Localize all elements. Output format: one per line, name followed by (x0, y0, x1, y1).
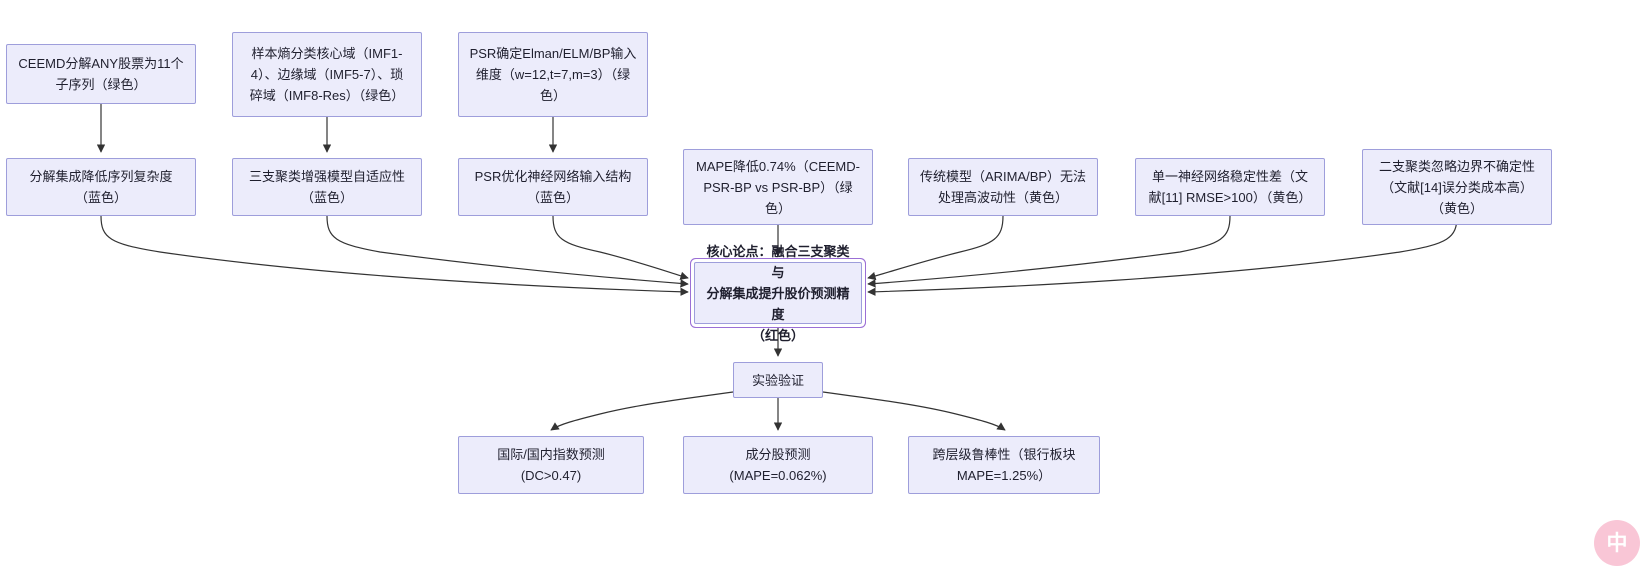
node-single-nn-instability[interactable]: 单一神经网络稳定性差（文 献[11] RMSE>100）（黄色） (1135, 158, 1325, 216)
edge-n5-core (326, 215, 689, 288)
node-result-index-forecast[interactable]: 国际/国内指数预测 (DC>0.47) (458, 436, 644, 494)
node-result-cross-level-robustness[interactable]: 跨层级鲁棒性（银行板块 MAPE=1.25%） (908, 436, 1100, 494)
node-label: 成分股预测 (MAPE=0.062%) (729, 447, 827, 483)
watermark-glyph: 中 (1606, 531, 1628, 555)
node-sample-entropy-classify[interactable]: 样本熵分类核心域（IMF1- 4）、边缘域（IMF5-7）、琐 碎域（IMF8-… (232, 32, 422, 117)
node-label: 跨层级鲁棒性（银行板块 MAPE=1.25%） (932, 447, 1076, 483)
edge-n4-core (100, 215, 689, 296)
edge-n10-core (867, 215, 1458, 296)
node-decompose-reduces-complexity[interactable]: 分解集成降低序列复杂度 （蓝色） (6, 158, 196, 216)
node-experimental-validation[interactable]: 实验验证 (733, 362, 823, 398)
edge-n8-core (867, 215, 1004, 281)
node-label: PSR优化神经网络输入结构 （蓝色） (474, 169, 632, 205)
node-label: 样本熵分类核心域（IMF1- 4）、边缘域（IMF5-7）、琐 碎域（IMF8-… (249, 46, 405, 103)
node-label: PSR确定Elman/ELM/BP输入 维度（w=12,t=7,m=3）（绿 色… (469, 46, 637, 103)
edge-n9-core (867, 215, 1231, 288)
node-core-thesis[interactable]: 核心论点：融合三支聚类与 分解集成提升股价预测精度 （红色） (694, 244, 862, 343)
node-label: 国际/国内指数预测 (DC>0.47) (497, 447, 605, 483)
node-label: 二支聚类忽略边界不确定性 （文献[14]误分类成本高） （黄色） (1378, 158, 1535, 216)
node-result-constituent-stock-forecast[interactable]: 成分股预测 (MAPE=0.062%) (683, 436, 873, 494)
edge-n11-n12 (550, 391, 734, 431)
watermark-badge: 中 (1594, 520, 1640, 566)
node-label: 传统模型（ARIMA/BP）无法 处理高波动性（黄色） (919, 169, 1087, 205)
edge-n11-n14 (822, 391, 1006, 431)
node-label: 分解集成降低序列复杂度 （蓝色） (29, 169, 173, 205)
node-label: MAPE降低0.74%（CEEMD- PSR-BP vs PSR-BP）（绿 色… (696, 158, 860, 216)
node-psr-optimizes-input-structure[interactable]: PSR优化神经网络输入结构 （蓝色） (458, 158, 648, 216)
node-two-way-clustering-limitation[interactable]: 二支聚类忽略边界不确定性 （文献[14]误分类成本高） （黄色） (1362, 149, 1552, 225)
node-label: 单一神经网络稳定性差（文 献[11] RMSE>100）（黄色） (1148, 169, 1312, 205)
node-psr-input-dimension[interactable]: PSR确定Elman/ELM/BP输入 维度（w=12,t=7,m=3）（绿 色… (458, 32, 648, 117)
node-ceemd-decompose[interactable]: CEEMD分解ANY股票为11个 子序列（绿色） (6, 44, 196, 104)
edge-n6-core (552, 215, 689, 280)
node-traditional-model-limitation[interactable]: 传统模型（ARIMA/BP）无法 处理高波动性（黄色） (908, 158, 1098, 216)
node-label: 三支聚类增强模型自适应性 （蓝色） (248, 169, 405, 205)
node-mape-reduction[interactable]: MAPE降低0.74%（CEEMD- PSR-BP vs PSR-BP）（绿 色… (683, 149, 873, 225)
node-label: 实验验证 (751, 372, 804, 388)
node-label: CEEMD分解ANY股票为11个 子序列（绿色） (18, 56, 184, 92)
node-three-way-clustering-adaptivity[interactable]: 三支聚类增强模型自适应性 （蓝色） (232, 158, 422, 216)
node-label: 核心论点：融合三支聚类与 分解集成提升股价预测精度 （红色） (706, 243, 850, 343)
